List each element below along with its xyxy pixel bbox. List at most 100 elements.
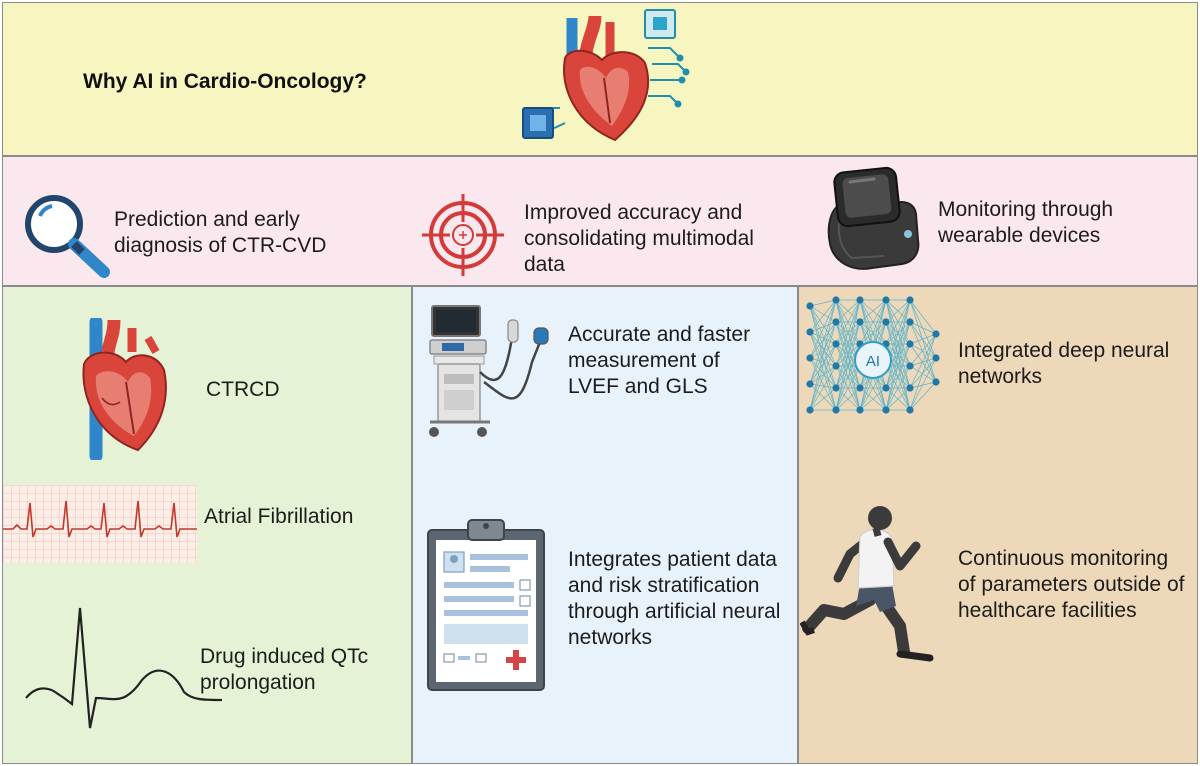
network-node [932, 378, 940, 386]
network-link [809, 299, 837, 385]
network-link [909, 357, 937, 367]
network-node [932, 354, 940, 362]
runner-icon [800, 506, 934, 662]
network-link [809, 299, 837, 359]
network-link [809, 305, 837, 367]
network-node [906, 340, 914, 348]
network-node [806, 406, 814, 414]
network-link [809, 331, 837, 411]
network-link [909, 299, 937, 359]
network-node [856, 318, 864, 326]
network-link [809, 305, 837, 411]
network-node [882, 406, 890, 414]
network-link [809, 365, 837, 411]
network-link [809, 321, 837, 359]
network-link [809, 299, 837, 333]
ecg-waveform-icon [25, 607, 223, 729]
network-link [859, 299, 887, 345]
network-link [885, 299, 911, 345]
network-link [909, 343, 937, 383]
network-link [835, 321, 861, 411]
network-link [809, 321, 837, 333]
network-link [909, 365, 937, 383]
network-node [882, 318, 890, 326]
network-node [806, 380, 814, 388]
network-node [932, 330, 940, 338]
network-link [909, 333, 937, 367]
network-link [909, 321, 937, 335]
network-link [809, 299, 837, 307]
benefit-accuracy-text: Improved accuracy and consolidating mult… [524, 201, 754, 276]
network-link [809, 299, 837, 411]
network-node [832, 406, 840, 414]
clipboard-record-icon [427, 519, 545, 691]
page-title: Why AI in Cardio-Oncology? [83, 70, 367, 93]
network-node [856, 406, 864, 414]
network-node [806, 302, 814, 310]
network-node [832, 318, 840, 326]
lvef-gls-text: Accurate and faster measurement of LVEF … [568, 323, 751, 398]
neural-network-icon: AI [806, 296, 940, 414]
network-link [909, 333, 937, 345]
network-link [859, 299, 887, 323]
network-node [906, 406, 914, 414]
network-link [909, 299, 937, 383]
network-node [906, 318, 914, 326]
network-link [835, 299, 861, 323]
network-link [809, 387, 837, 411]
ai-badge-text: AI [866, 353, 880, 370]
network-node [882, 296, 890, 304]
continuous-monitoring-text: Continuous monitoring of parameters outs… [958, 547, 1185, 622]
network-link [859, 387, 887, 411]
network-link [885, 343, 911, 411]
heart-icon [82, 318, 167, 460]
network-link [809, 343, 837, 385]
network-node [832, 384, 840, 392]
network-node [906, 296, 914, 304]
network-link [885, 299, 911, 411]
network-link [835, 299, 861, 389]
network-link [909, 299, 937, 335]
network-link [909, 343, 937, 359]
network-link [909, 333, 937, 411]
network-link [809, 305, 837, 389]
network-link [909, 381, 937, 389]
network-link [809, 357, 837, 411]
network-node [856, 296, 864, 304]
network-node [832, 362, 840, 370]
network-link [909, 321, 937, 383]
network-link [835, 299, 861, 367]
network-link [909, 333, 937, 389]
network-link [885, 321, 911, 411]
network-link [909, 357, 937, 411]
network-link [885, 365, 911, 411]
network-node [806, 354, 814, 362]
smartwatch-icon [827, 166, 920, 270]
risk-stratification-text: Integrates patient data and risk stratif… [568, 548, 781, 649]
network-link [809, 343, 837, 411]
network-link [809, 321, 837, 385]
network-link [909, 381, 937, 411]
network-link [835, 365, 861, 411]
network-link [809, 383, 837, 389]
network-link [885, 299, 911, 389]
network-link [809, 383, 837, 411]
qtc-prolongation-label: Drug induced QTc prolongation [200, 645, 369, 694]
benefit-wearable-text: Monitoring through wearable devices [938, 198, 1114, 247]
network-link [835, 299, 861, 345]
network-node [806, 328, 814, 336]
network-link [909, 321, 937, 359]
network-link [809, 331, 837, 367]
ecg-strip-icon [3, 485, 197, 563]
network-node [832, 296, 840, 304]
target-icon [422, 194, 504, 276]
network-link [885, 387, 911, 411]
network-node [856, 384, 864, 392]
network-link [835, 299, 861, 411]
network-link [835, 387, 861, 411]
magnifier-icon [25, 195, 110, 278]
network-link [809, 343, 837, 359]
network-node [906, 384, 914, 392]
network-node [832, 340, 840, 348]
network-node [906, 362, 914, 370]
